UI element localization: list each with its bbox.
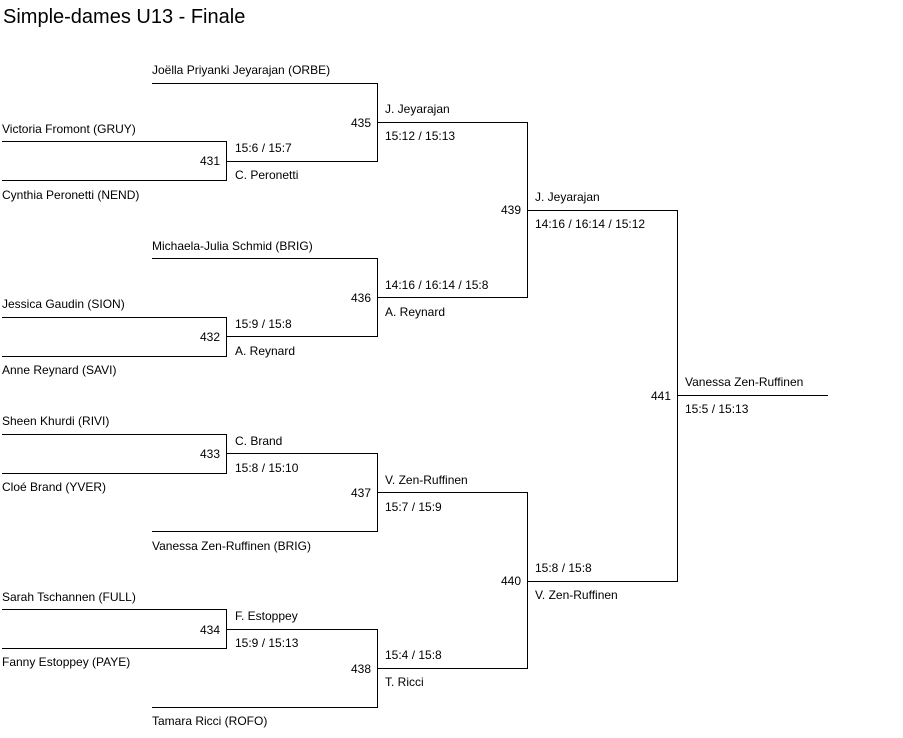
bracket-line	[2, 317, 227, 318]
match-number: 432	[199, 330, 220, 344]
match-score: 15:5 / 15:13	[685, 402, 749, 416]
match-winner: C. Peronetti	[235, 168, 299, 182]
bracket-line	[377, 492, 528, 493]
bracket-line	[527, 581, 678, 582]
match-score: 14:16 / 16:14 / 15:8	[385, 278, 489, 292]
bracket-line	[2, 180, 227, 181]
bracket-line	[2, 434, 227, 435]
match-number: 433	[199, 447, 220, 461]
match-winner: A. Reynard	[235, 344, 296, 358]
match-winner: V. Zen-Ruffinen	[385, 473, 468, 487]
match-winner: V. Zen-Ruffinen	[535, 588, 618, 602]
match-number: 440	[500, 574, 521, 588]
bracket-line	[527, 492, 528, 669]
match-score: 15:9 / 15:8	[235, 317, 292, 331]
match-score: 15:4 / 15:8	[385, 648, 442, 662]
bracket-line	[2, 473, 227, 474]
bracket-line	[152, 83, 378, 84]
bracket-line	[226, 453, 378, 454]
match-number: 434	[199, 623, 220, 637]
bracket-line	[2, 356, 227, 357]
bracket-line	[677, 395, 828, 396]
entrant-name: Fanny Estoppey (PAYE)	[2, 655, 131, 669]
match-number: 441	[650, 389, 671, 403]
match-winner: F. Estoppey	[235, 609, 298, 623]
entrant-name: Vanessa Zen-Ruffinen (BRIG)	[152, 539, 311, 553]
bracket-line	[527, 210, 678, 211]
match-winner: T. Ricci	[385, 675, 424, 689]
match-number: 435	[350, 116, 371, 130]
bracket-line	[226, 317, 227, 357]
bracket-line	[152, 258, 378, 259]
bracket-line	[226, 629, 378, 630]
bracket-line	[226, 434, 227, 474]
entrant-name: Joëlla Priyanki Jeyarajan (ORBE)	[152, 63, 331, 77]
entrant-name: Sheen Khurdi (RIVI)	[2, 414, 110, 428]
match-score: 15:8 / 15:10	[235, 461, 299, 475]
entrant-name: Jessica Gaudin (SION)	[2, 297, 125, 311]
match-score: 15:6 / 15:7	[235, 141, 292, 155]
match-winner: J. Jeyarajan	[385, 102, 450, 116]
entrant-name: Tamara Ricci (ROFO)	[152, 714, 268, 728]
match-number: 431	[199, 154, 220, 168]
bracket-line	[2, 609, 227, 610]
bracket-line	[226, 161, 378, 162]
match-score: 14:16 / 16:14 / 15:12	[535, 217, 646, 231]
match-number: 436	[350, 291, 371, 305]
entrant-name: Sarah Tschannen (FULL)	[2, 590, 136, 604]
match-winner: A. Reynard	[385, 305, 446, 319]
bracket-line	[226, 336, 378, 337]
match-number: 439	[500, 203, 521, 217]
bracket-line	[152, 531, 378, 532]
match-score: 15:12 / 15:13	[385, 129, 456, 143]
bracket-line	[2, 648, 227, 649]
bracket-line	[677, 210, 678, 582]
match-score: 15:7 / 15:9	[385, 500, 442, 514]
entrant-name: Cloé Brand (YVER)	[2, 480, 107, 494]
bracket-line	[2, 141, 227, 142]
bracket-line	[377, 122, 528, 123]
entrant-name: Michaela-Julia Schmid (BRIG)	[152, 239, 313, 253]
page-title: Simple-dames U13 - Finale	[3, 6, 246, 28]
match-number: 438	[350, 662, 371, 676]
match-score: 15:9 / 15:13	[235, 636, 299, 650]
match-number: 437	[350, 486, 371, 500]
bracket-line	[377, 668, 528, 669]
entrant-name: Victoria Fromont (GRUY)	[2, 122, 136, 136]
bracket-line	[152, 707, 378, 708]
bracket-line	[377, 297, 528, 298]
entrant-name: Cynthia Peronetti (NEND)	[2, 188, 140, 202]
final-winner: Vanessa Zen-Ruffinen	[685, 375, 804, 389]
entrant-name: Anne Reynard (SAVI)	[2, 363, 117, 377]
match-winner: C. Brand	[235, 434, 283, 448]
match-score: 15:8 / 15:8	[535, 561, 592, 575]
match-winner: J. Jeyarajan	[535, 190, 600, 204]
